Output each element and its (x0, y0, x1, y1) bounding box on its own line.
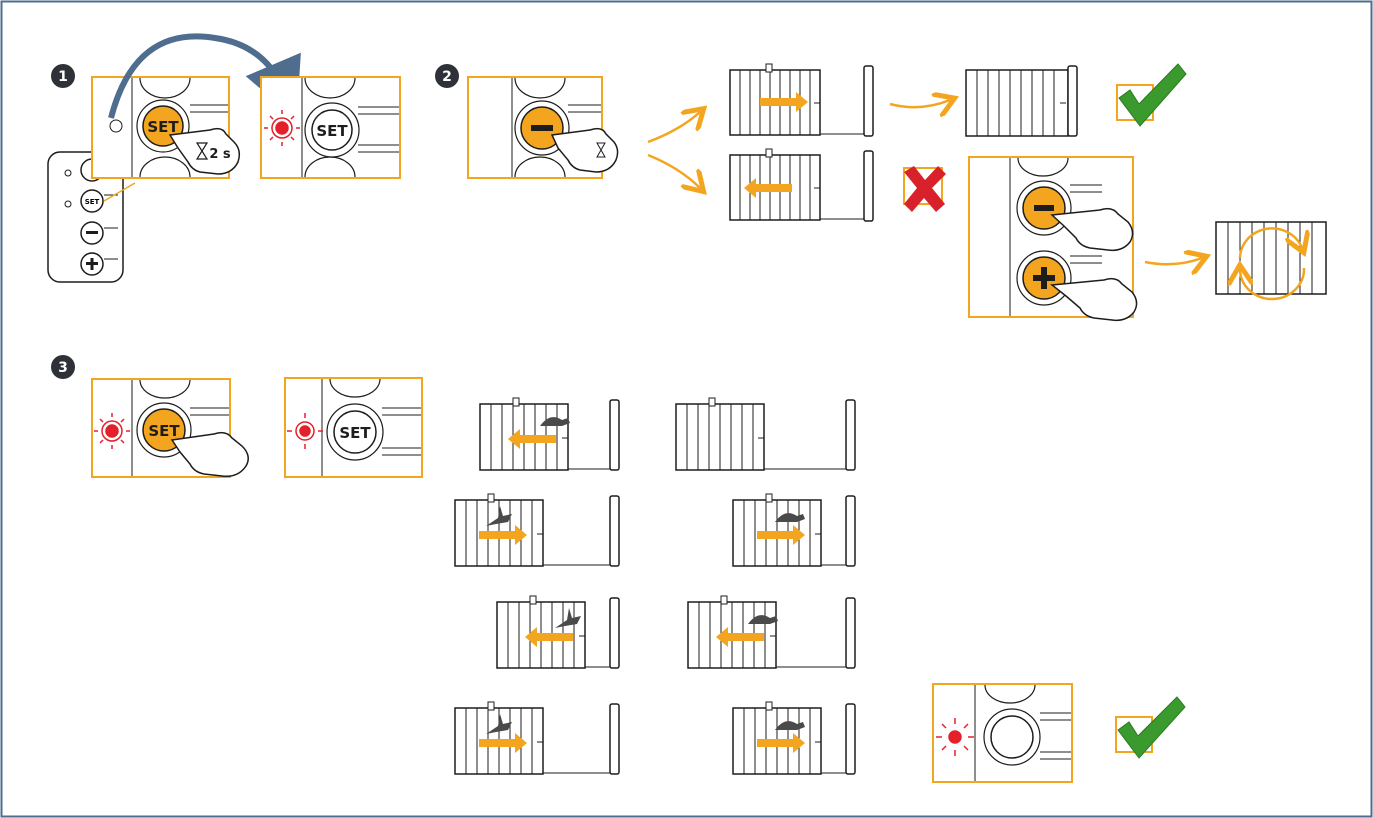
gate-motor-swap (1215, 221, 1327, 301)
step-2-number: 2 (442, 69, 452, 85)
gate-8 (732, 701, 856, 775)
arrow-right-icon (793, 525, 805, 545)
led-on-icon (287, 413, 323, 449)
turtle-slow-icon (775, 513, 805, 522)
branch-arrow-down (647, 153, 700, 188)
gate-5 (496, 595, 620, 669)
check-icon (1116, 63, 1187, 127)
arrow-right-icon (515, 525, 527, 545)
gate-opening-wrong (729, 148, 874, 222)
step-1-number: 1 (58, 69, 68, 85)
gate-1 (479, 397, 620, 471)
branch-arrow-up (647, 112, 700, 144)
rotate-arrow-icon (1238, 227, 1302, 259)
turtle-slow-icon (540, 417, 570, 426)
rotate-arrow-icon-2 (1240, 268, 1306, 301)
step-1-badge: 1 (51, 64, 75, 88)
hand-press-icon (170, 431, 249, 478)
step-3-number: 3 (58, 360, 68, 376)
led-blinking-icon (94, 413, 130, 449)
minus-icon (531, 125, 553, 131)
blue-curved-arrow (108, 33, 301, 120)
set-button-label: SET (147, 118, 179, 136)
gate-fully-open (965, 65, 1078, 137)
arrow-right-icon (515, 733, 527, 753)
arrow-left-icon (508, 429, 520, 449)
led-blinking-icon (264, 110, 300, 146)
minus-plus-correction-box (968, 156, 1138, 322)
gate-7 (454, 701, 620, 775)
set-led-blink-box: SET (260, 76, 401, 179)
set-led-box-step3: SET (284, 377, 423, 478)
hare-fast-icon (486, 714, 512, 734)
set-press-led-box: SET (91, 378, 249, 478)
gate-4 (732, 493, 856, 567)
hand-press-icon (168, 127, 241, 175)
result-arrow (889, 100, 950, 107)
set-button-label-2: SET (316, 122, 348, 140)
gate-3 (454, 493, 620, 567)
led-on-icon (936, 718, 974, 756)
plus-icon (1041, 267, 1047, 289)
minus-icon (1034, 205, 1054, 211)
step-3-badge: 3 (51, 355, 75, 379)
hold-time-label: 2 s (209, 147, 231, 162)
arrow-left-icon (525, 627, 537, 647)
mini-set-label: SET (85, 198, 100, 206)
step-3-group: 3 SET (51, 355, 1186, 783)
swap-arrow (1144, 258, 1202, 264)
learning-cycle-gates (454, 397, 856, 775)
set-hold-zoom-box: SET 2 s (91, 76, 241, 179)
turtle-slow-icon (775, 721, 805, 730)
cross-icon (903, 166, 946, 212)
arrow-right-icon (793, 733, 805, 753)
turtle-slow-icon (748, 615, 778, 624)
check-icon-final (1115, 696, 1186, 759)
hourglass-icon (195, 142, 209, 160)
gate-6 (687, 595, 856, 669)
hand-press-icon-2 (1050, 277, 1138, 322)
set-button-label-4: SET (339, 424, 371, 442)
arrow-right-icon (796, 92, 808, 112)
hand-press-icon (1050, 207, 1134, 252)
final-set-led-box (932, 683, 1073, 783)
step-2-badge: 2 (435, 64, 459, 88)
arrow-left-icon (716, 627, 728, 647)
hare-fast-icon (486, 506, 512, 526)
arrow-left-icon (744, 178, 756, 198)
hand-press-icon (550, 127, 619, 173)
step-1-group: 1 SET SET (47, 33, 401, 283)
set-button-label-3: SET (148, 422, 180, 440)
minus-hold-zoom-box (467, 76, 619, 179)
hare-fast-icon (555, 608, 581, 628)
step-2-group: 2 (435, 63, 1327, 322)
gate-2 (675, 397, 856, 471)
hourglass-icon (596, 142, 606, 158)
gate-opening-correct (729, 63, 874, 137)
